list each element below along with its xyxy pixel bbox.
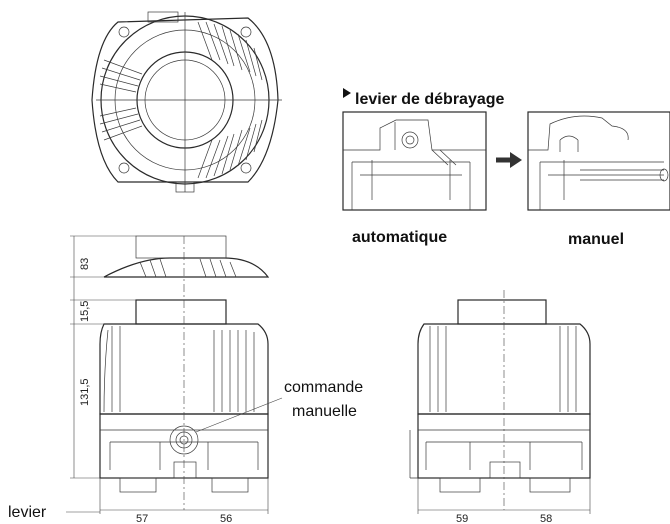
command-label: commande (284, 379, 363, 396)
triangle-marker-icon (343, 88, 351, 98)
top-view (91, 11, 282, 193)
lever-detail: levier de débrayage automa (342, 88, 670, 248)
auto-panel (342, 111, 487, 211)
auto-label: automatique (352, 229, 447, 246)
lever-detail-title: levier de débrayage (355, 91, 505, 108)
lever-label: levier (8, 504, 47, 521)
dim-57: 57 (136, 513, 148, 524)
arrow-head-icon (510, 152, 522, 168)
dim-59: 59 (456, 513, 468, 524)
manual-f-label: manuelle (292, 403, 357, 420)
manual-label: manuel (568, 231, 624, 248)
dim-83: 83 (79, 258, 91, 270)
dim-131-5: 131,5 (79, 378, 91, 406)
top-boss (135, 299, 227, 325)
side-view: 59 58 (409, 290, 591, 524)
dim-15-5: 15,5 (79, 301, 91, 322)
manual-panel (527, 111, 670, 211)
front-view: 83 15,5 131,5 57 56 commande manuelle le… (8, 235, 363, 524)
dim-56: 56 (220, 513, 232, 524)
dim-58: 58 (540, 513, 552, 524)
